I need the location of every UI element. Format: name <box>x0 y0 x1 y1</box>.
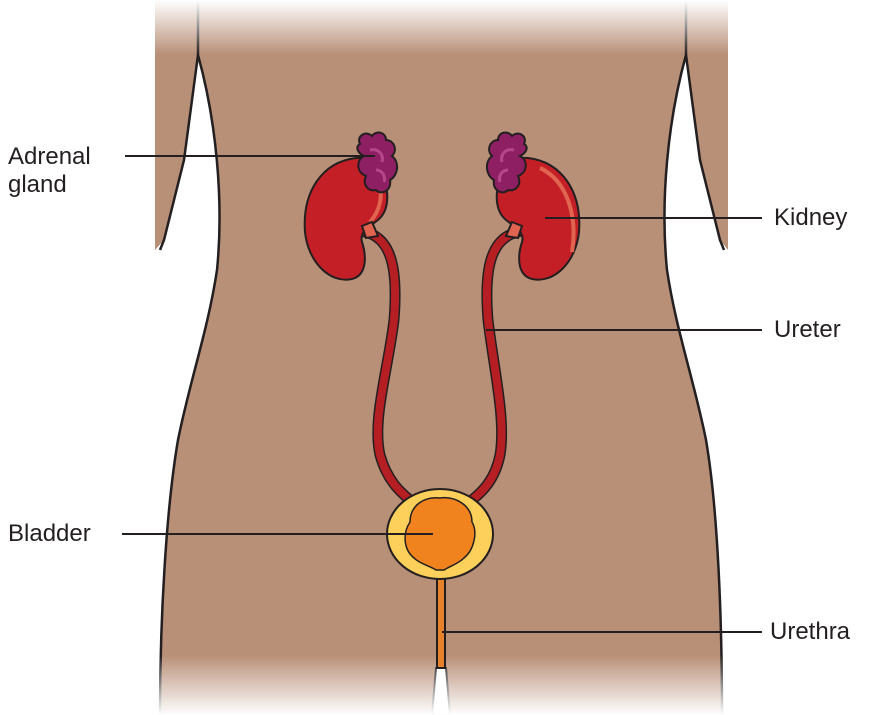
top-fade <box>0 0 884 55</box>
adrenal-gland-label: Adrenal gland <box>8 143 91 199</box>
urethra-tube <box>437 570 445 668</box>
urethra <box>437 570 445 668</box>
bladder-label: Bladder <box>8 520 91 548</box>
ureter-label: Ureter <box>774 316 841 344</box>
urethra-label: Urethra <box>770 618 850 646</box>
kidney-label: Kidney <box>774 204 847 232</box>
